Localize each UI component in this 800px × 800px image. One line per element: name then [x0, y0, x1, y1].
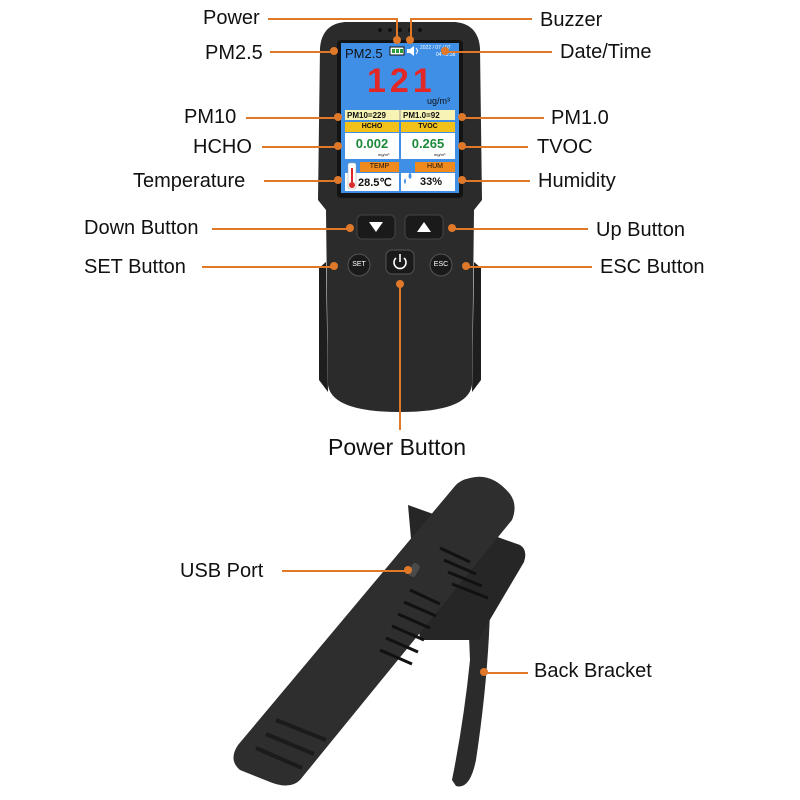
- set-button: [347, 253, 371, 277]
- power-icon: [393, 254, 407, 270]
- label-pm10: PM10: [184, 106, 237, 128]
- leader-hcho: [262, 146, 338, 148]
- tvoc-cell: [401, 133, 455, 159]
- temp-header-bg: [360, 162, 399, 172]
- leader-back-bracket: [486, 672, 528, 674]
- screen-hum-value: 33%: [420, 176, 443, 188]
- label-humidity: Humidity: [538, 170, 616, 192]
- leader-down-button: [212, 228, 350, 230]
- leader-tvoc: [462, 146, 528, 148]
- screen-pm10-reading: PM10=229: [347, 111, 386, 120]
- dot-pm1: [458, 113, 466, 121]
- dot-power-button: [396, 280, 404, 288]
- dot-set-button: [330, 262, 338, 270]
- dot-esc-button: [462, 262, 470, 270]
- dot-buzzer: [406, 36, 414, 44]
- dot-down-button: [346, 224, 354, 232]
- screen-hcho-unit: mg/m³: [378, 152, 390, 157]
- label-pm1: PM1.0: [551, 107, 609, 129]
- hum-header-bg: [415, 162, 455, 172]
- label-datetime: Date/Time: [560, 41, 652, 63]
- screen-tvoc-value: 0.265: [411, 136, 445, 151]
- dot-pm10: [334, 113, 342, 121]
- side-grip-right: [472, 262, 481, 392]
- temp-cell: [345, 173, 399, 191]
- label-hcho: HCHO: [193, 136, 252, 158]
- speaker-icon: [407, 46, 418, 56]
- dot-power: [393, 36, 401, 44]
- leader-buzzer: [410, 18, 532, 20]
- label-usb-port: USB Port: [180, 560, 264, 582]
- leader-pm1: [462, 117, 544, 119]
- label-buzzer: Buzzer: [540, 9, 603, 31]
- label-tvoc: TVOC: [537, 136, 593, 158]
- grip-slots: [255, 718, 327, 770]
- leader-up-button: [452, 228, 588, 230]
- leader-power: [268, 18, 396, 20]
- label-esc-button: ESC Button: [600, 256, 705, 278]
- screen-tvoc-header: TVOC: [418, 123, 438, 130]
- leader-pm25: [270, 51, 334, 53]
- label-up-button: Up Button: [596, 219, 685, 241]
- water-drops-icon: [404, 166, 412, 184]
- leader-buzzer-v: [410, 18, 412, 40]
- leader-temperature: [264, 180, 338, 182]
- side-body: [233, 476, 515, 786]
- leader-usb-port: [282, 570, 408, 572]
- leader-esc-button: [466, 266, 592, 268]
- hcho-header-bg: [345, 122, 399, 132]
- esc-button: [429, 253, 453, 277]
- screen-hcho-value: 0.002: [355, 136, 389, 151]
- screen-hcho-header: HCHO: [361, 123, 383, 130]
- label-back-bracket: Back Bracket: [534, 660, 652, 682]
- set-button-label[interactable]: SET: [352, 261, 366, 268]
- hum-cell: [401, 173, 455, 191]
- screen-tvoc-unit: mg/m³: [434, 152, 446, 157]
- vent-slots: [379, 546, 489, 666]
- dot-temperature: [334, 176, 342, 184]
- label-pm25: PM2.5: [205, 42, 263, 64]
- thermometer-icon: [347, 162, 357, 190]
- leader-pm10: [246, 117, 338, 119]
- side-grip-left: [319, 262, 328, 392]
- screen-pm25-title: PM2.5: [345, 46, 383, 61]
- dot-usb-port: [404, 566, 412, 574]
- screen-temp-value: 28.5℃: [358, 177, 392, 189]
- screen-pm1-reading: PM1.0=92: [403, 111, 440, 120]
- dot-back-bracket: [480, 668, 488, 676]
- hcho-cell: [345, 133, 399, 159]
- label-set-button: SET Button: [84, 256, 186, 278]
- label-temperature: Temperature: [133, 170, 246, 192]
- down-arrow-icon: [369, 222, 383, 232]
- screen-temp-header: TEMP: [369, 163, 390, 170]
- usb-port: [408, 563, 420, 577]
- leader-datetime: [445, 51, 552, 53]
- leader-humidity: [462, 180, 530, 182]
- back-bracket: [452, 610, 490, 787]
- dot-tvoc: [458, 142, 466, 150]
- esc-button-label[interactable]: ESC: [433, 261, 449, 268]
- battery-icon: [389, 46, 405, 56]
- dot-humidity: [458, 176, 466, 184]
- label-power-button: Power Button: [328, 434, 467, 460]
- leader-power-v: [396, 18, 398, 40]
- dot-pm25: [330, 47, 338, 55]
- screen-date: 2022 / 07 / 07: [420, 45, 451, 51]
- tvoc-header-bg: [401, 122, 455, 132]
- label-power: Power: [203, 7, 260, 29]
- up-arrow-icon: [417, 222, 431, 232]
- screen-hum-header: HUM: [427, 163, 443, 170]
- dot-hcho: [334, 142, 342, 150]
- screen-pm25-value: 121: [367, 62, 436, 100]
- label-down-button: Down Button: [84, 217, 199, 239]
- leader-power-button: [399, 284, 401, 430]
- screen-time: 04:45:38: [436, 52, 456, 58]
- dot-up-button: [448, 224, 456, 232]
- screen-pm25-unit: ug/m³: [427, 96, 451, 106]
- dot-datetime: [441, 47, 449, 55]
- leader-set-button: [202, 266, 334, 268]
